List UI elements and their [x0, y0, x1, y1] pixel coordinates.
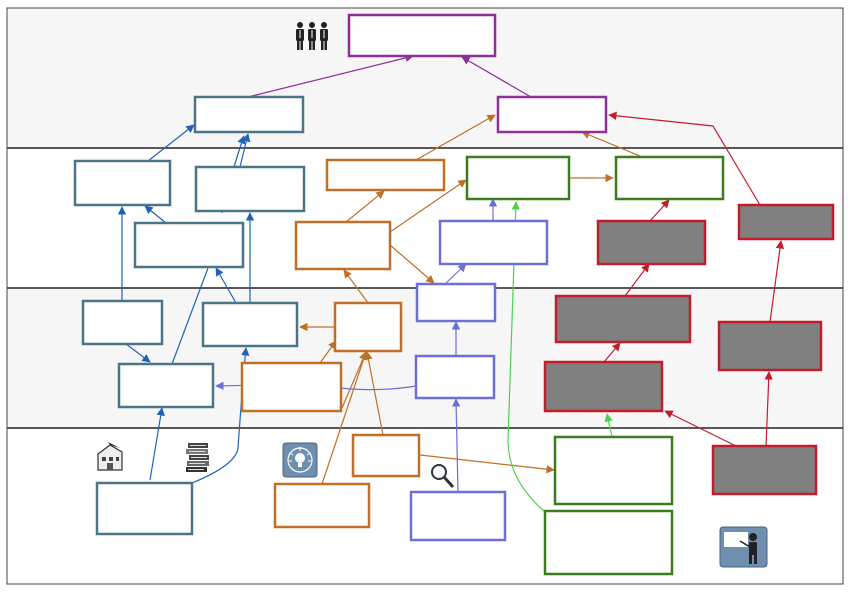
box-red-d[interactable]: [717, 320, 823, 372]
edge-orange-9: [319, 340, 337, 364]
box-steel-a[interactable]: [73, 159, 172, 207]
box-violet-a[interactable]: [438, 219, 549, 266]
box-red-b[interactable]: [737, 203, 835, 241]
edge-blue-4: [144, 205, 167, 224]
box-violet-c[interactable]: [414, 354, 496, 400]
box-green-c[interactable]: [553, 435, 674, 506]
edge-blue-8: [125, 343, 151, 363]
edge-orange-1: [415, 114, 496, 161]
box-steel-d[interactable]: [81, 299, 164, 346]
edge-orange-2: [581, 131, 641, 157]
box-top-goal[interactable]: [347, 13, 497, 58]
edge-red-5: [769, 240, 785, 323]
box-orange-b[interactable]: [294, 220, 392, 271]
edge-red-6: [764, 371, 773, 447]
edge-orange-6: [389, 244, 435, 284]
edge-orange-13: [419, 454, 555, 474]
edge-blue-6: [215, 267, 237, 304]
box-green-a[interactable]: [465, 155, 571, 201]
box-red-f[interactable]: [711, 444, 818, 496]
box-steel-f[interactable]: [117, 362, 215, 409]
edge-blue-10: [149, 407, 165, 481]
edge-blue-9: [171, 267, 209, 365]
building-icon: [97, 442, 123, 471]
edge-orange-11: [364, 351, 384, 436]
edge-blue-1: [147, 124, 195, 162]
edge-purple-1: [247, 53, 414, 98]
edge-blue-2: [239, 133, 251, 168]
edge-orange-12: [341, 351, 367, 409]
edge-red-7: [664, 410, 737, 447]
box-green-base[interactable]: [543, 509, 674, 576]
edge-orange-3: [345, 190, 385, 223]
edge-red-1: [608, 111, 761, 206]
box-steel-c[interactable]: [133, 221, 245, 269]
lightbulb-idea-icon: [282, 442, 318, 478]
box-steel-base[interactable]: [95, 481, 194, 536]
box-violet-base[interactable]: [409, 490, 507, 542]
edge-red-3: [624, 263, 650, 297]
box-orange-a[interactable]: [325, 158, 446, 192]
box-orange-e[interactable]: [351, 433, 421, 478]
edge-purple-2: [461, 56, 532, 98]
edge-violet-2: [444, 263, 467, 285]
edge-orange-7: [343, 269, 369, 304]
box-red-a[interactable]: [596, 219, 707, 266]
edge-red-2: [649, 199, 670, 222]
magnifier-icon: [431, 464, 455, 489]
presenter-board-icon: [719, 526, 768, 568]
edge-red-4: [603, 342, 621, 363]
books-icon: [186, 443, 209, 472]
people-group-icon: [296, 22, 328, 50]
box-purple-right[interactable]: [496, 95, 608, 134]
box-violet-b[interactable]: [415, 282, 497, 323]
box-orange-c[interactable]: [333, 301, 403, 353]
concept-boxes: [73, 13, 835, 576]
edge-orange-4: [389, 179, 467, 233]
box-steel-b[interactable]: [194, 165, 306, 213]
diagram-frame: [6, 7, 844, 585]
box-green-b[interactable]: [614, 155, 725, 201]
edge-orange-10: [321, 351, 368, 485]
box-orange-base[interactable]: [273, 482, 371, 529]
box-orange-d[interactable]: [240, 361, 343, 413]
box-red-c[interactable]: [554, 294, 692, 344]
box-purple-left[interactable]: [193, 95, 305, 134]
edge-green-1: [507, 201, 546, 513]
box-steel-e[interactable]: [201, 301, 299, 348]
box-red-e[interactable]: [543, 360, 664, 413]
edge-green-2: [604, 413, 613, 438]
edge-violet-5: [451, 398, 461, 493]
